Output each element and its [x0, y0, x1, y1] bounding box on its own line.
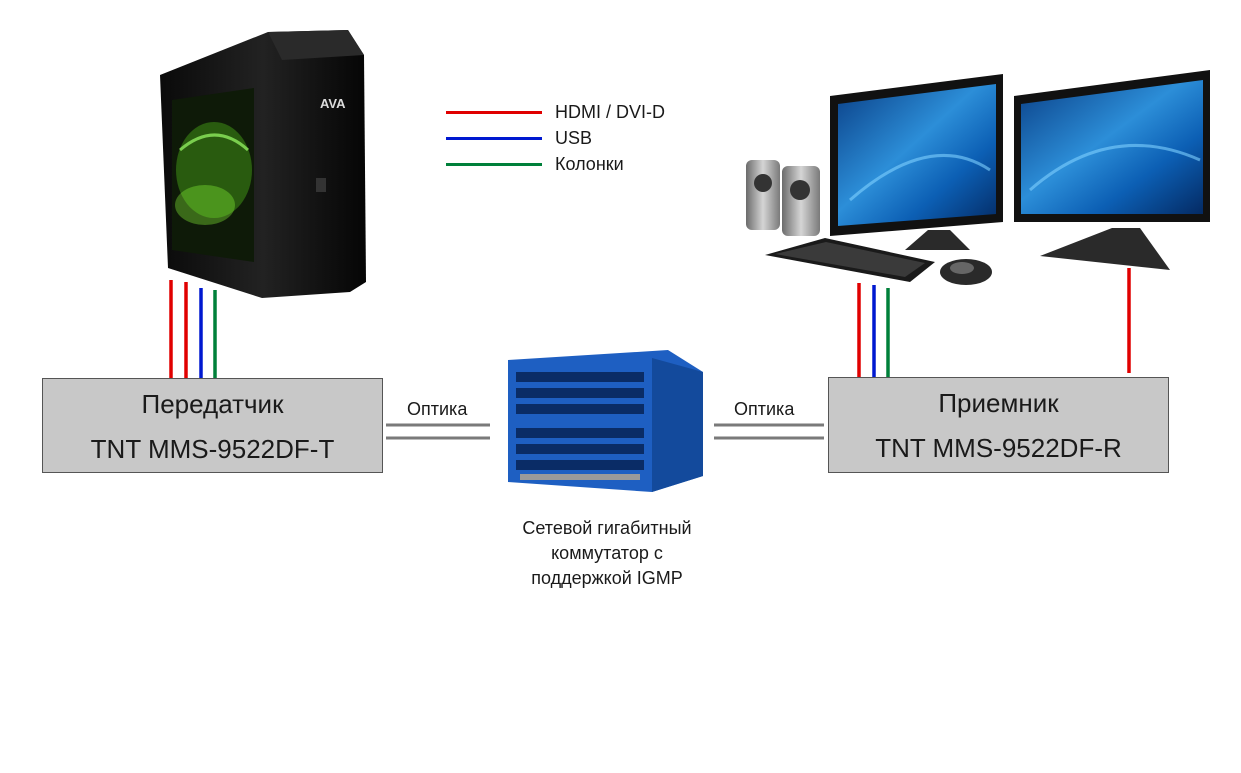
switch-caption-line-1: Сетевой гигабитный	[522, 518, 692, 538]
workstation-image	[746, 70, 1210, 285]
transmitter-model: TNT MMS-9522DF-T	[90, 434, 335, 464]
legend-label-usb: USB	[555, 128, 593, 148]
cable-lines	[169, 268, 1131, 378]
legend-line-speakers	[446, 163, 542, 166]
optics-label-left: Оптика	[407, 399, 468, 419]
legend-label-speakers: Колонки	[555, 154, 624, 174]
legend-line-usb	[446, 137, 542, 140]
transmitter-box: Передатчик TNT MMS-9522DF-T	[42, 378, 383, 473]
switch-caption-line-2: коммутатор с	[551, 543, 663, 563]
switch-caption-line-3: поддержкой IGMP	[531, 568, 683, 588]
optical-fiber-lines	[386, 423, 824, 440]
legend-label-hdmi: HDMI / DVI-D	[555, 102, 665, 122]
receiver-box: Приемник TNT MMS-9522DF-R	[828, 377, 1169, 473]
receiver-model: TNT MMS-9522DF-R	[875, 433, 1122, 463]
pc-logo: AVA	[320, 96, 346, 111]
legend-line-hdmi	[446, 111, 542, 114]
receiver-title: Приемник	[938, 388, 1059, 418]
optics-label-right: Оптика	[734, 399, 795, 419]
transmitter-title: Передатчик	[141, 389, 284, 419]
switch-caption: Сетевой гигабитный коммутатор с поддержк…	[487, 516, 727, 591]
pc-tower-image: AVA	[160, 30, 366, 298]
network-switch-image	[508, 350, 703, 492]
